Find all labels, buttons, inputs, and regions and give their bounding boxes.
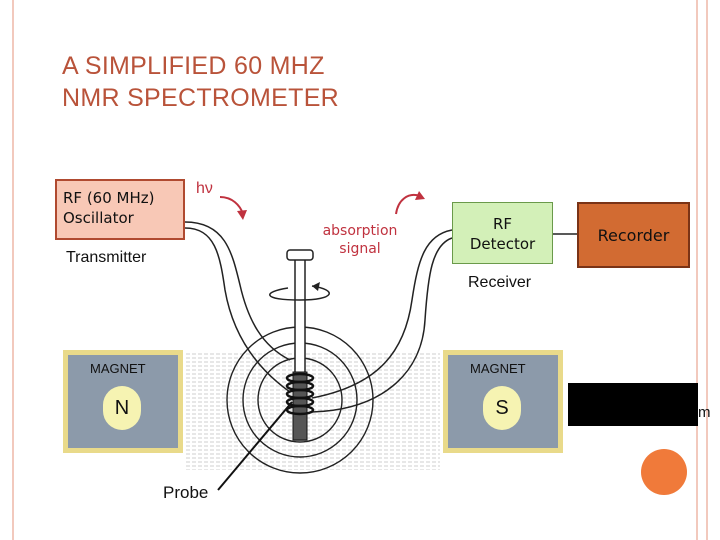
probe-cap (286, 249, 314, 261)
receiver-wire (311, 229, 453, 399)
title-line-2: NMR SPECTROMETER (62, 84, 340, 112)
slide-frame-right-line (706, 0, 708, 540)
spin-arrow-head (312, 282, 320, 291)
recorder-box: Recorder (577, 202, 690, 268)
absorption-line-1: absorption (322, 223, 398, 239)
hv-arrow-head (237, 210, 247, 220)
receiver-label: Receiver (468, 274, 532, 291)
magnet-left: MAGNET N (63, 350, 183, 453)
detector-line-1: RF (492, 215, 513, 233)
transmitter-wire-return (184, 227, 291, 393)
probe-label: Probe (163, 483, 209, 502)
slide-accent-dot (641, 449, 687, 495)
hv-label: hν (196, 180, 213, 197)
absorption-signal-label: absorption signal (315, 222, 405, 258)
black-overlay-bar (568, 383, 698, 426)
slide-title: A SIMPLIFIED 60 MHZ NMR SPECTROMETER (62, 50, 339, 114)
magnet-right: MAGNET S (443, 350, 563, 453)
transmitter-label: Transmitter (66, 249, 147, 266)
oscillator-line-2: Oscillator (63, 209, 134, 227)
absorption-line-2: signal (339, 241, 381, 257)
rf-oscillator-box: RF (60 MHz) Oscillator (55, 179, 185, 240)
title-line-1: A SIMPLIFIED 60 MHZ (62, 52, 325, 80)
magnet-pole-north: N (103, 386, 141, 430)
rf-detector-box: RF Detector (452, 202, 553, 264)
probe-pointer (217, 401, 293, 491)
probe-coil (285, 372, 315, 416)
absorption-arrow (395, 194, 421, 215)
transmitter-wire (184, 221, 291, 361)
absorption-arrow-head (415, 191, 425, 200)
magnet-right-label: MAGNET (470, 361, 526, 376)
detector-line-2: Detector (469, 235, 536, 253)
oscillator-line-1: RF (60 MHz) (63, 189, 155, 207)
magnet-left-label: MAGNET (90, 361, 146, 376)
slide-frame-left (0, 0, 14, 540)
clipped-text: m (698, 404, 711, 421)
magnet-pole-south: S (483, 386, 521, 430)
recorder-label: Recorder (597, 226, 670, 245)
receiver-wire-return (311, 237, 453, 413)
spin-arrow (269, 285, 330, 301)
slide-frame-right-line (696, 0, 698, 540)
